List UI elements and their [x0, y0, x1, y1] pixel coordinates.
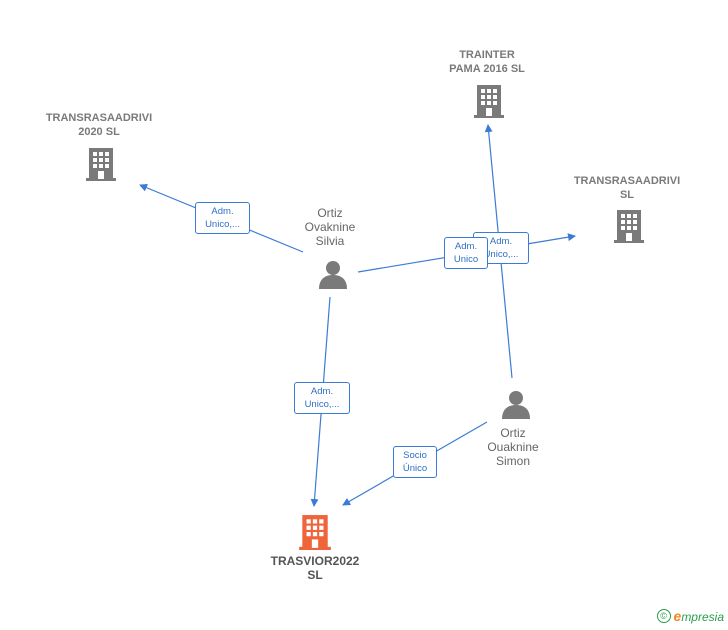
edge-badge-line1: Adm. — [489, 236, 513, 247]
node-silvia-name-line3: Silvia — [315, 234, 345, 248]
brand-name: mpresia — [681, 610, 724, 624]
node-simon-label[interactable]: Ortiz Ouaknine Simon — [473, 426, 553, 468]
edge-badge-line2: Unico — [453, 254, 479, 265]
node-silvia-name-line2: Ovaknine — [304, 220, 356, 234]
node-simon-name-line3: Simon — [495, 454, 530, 468]
building-icon[interactable] — [86, 147, 116, 181]
edge-badge-line2: Unico,... — [304, 399, 340, 410]
person-icon[interactable] — [501, 389, 531, 419]
node-transrasaadrivi-name-line2: SL — [619, 189, 635, 201]
node-trainter-name-line2: PAMA 2016 SL — [449, 63, 525, 75]
building-icon[interactable] — [614, 209, 644, 243]
edge-badge-line1: Adm. — [211, 206, 234, 217]
edge-badge-line1: Adm. — [454, 241, 478, 252]
node-transrasaadrivi-2020-label[interactable]: TRANSRASAADRIVI 2020 SL — [39, 111, 159, 139]
node-transrasaadrivi-label[interactable]: TRANSRASAADRIVI SL — [567, 174, 687, 202]
person-icon[interactable] — [318, 259, 348, 289]
node-simon-name-line2: Ouaknine — [487, 440, 539, 454]
empresia-logo: © empresia — [656, 608, 724, 624]
node-transrasaadrivi-2020-name-line1: TRANSRASAADRIVI — [45, 112, 153, 124]
node-trasvior-label[interactable]: TRASVIOR2022 SL — [255, 554, 375, 582]
node-trainter-label[interactable]: TRAINTER PAMA 2016 SL — [437, 48, 537, 76]
edge-badge-line2: Unico,... — [205, 219, 240, 230]
building-icon[interactable] — [474, 84, 504, 118]
edge-badge-line1: Adm. — [310, 386, 334, 397]
node-trasvior-name-line1: TRASVIOR2022 — [270, 554, 360, 568]
node-transrasaadrivi-name-line1: TRANSRASAADRIVI — [573, 175, 681, 187]
node-transrasaadrivi-2020-name-line2: 2020 SL — [78, 126, 120, 138]
brand-e: e — [673, 608, 682, 624]
copyright-icon: © — [656, 609, 671, 623]
node-trasvior-name-line2: SL — [307, 568, 323, 582]
edge-badge-line2: Único — [402, 463, 428, 474]
node-silvia-name-line1: Ortiz — [317, 206, 343, 220]
edge-badge-line2: Unico,... — [483, 249, 519, 260]
node-silvia-label[interactable]: Ortiz Ovaknine Silvia — [290, 206, 370, 248]
node-trainter-name-line1: TRAINTER — [459, 49, 515, 61]
edge-badge-silvia-to-transrasaadrivi[interactable]: Adm. Unico — [444, 237, 488, 269]
edge-badge-silvia-to-trasvior[interactable]: Adm. Unico,... — [294, 382, 350, 414]
edge-badge-silvia-to-transrasaadrivi-2020[interactable]: Adm. Unico,... — [195, 202, 250, 234]
edge-badge-line1: Socio — [403, 450, 427, 461]
node-simon-name-line1: Ortiz — [500, 426, 526, 440]
edge-badge-simon-to-trasvior[interactable]: Socio Único — [393, 446, 437, 478]
building-icon-main[interactable] — [299, 514, 331, 550]
